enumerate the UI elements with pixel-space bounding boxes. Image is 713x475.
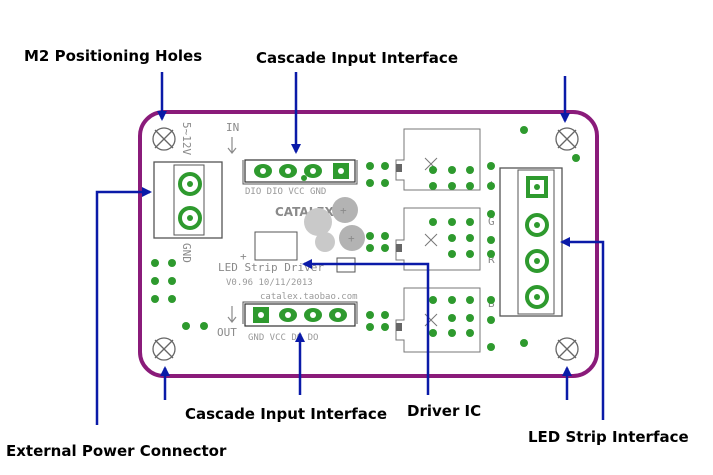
svg-text:+: + <box>340 204 347 217</box>
g-label: G <box>488 215 495 228</box>
capacitors: + + <box>304 197 365 252</box>
power-terminal <box>153 161 223 239</box>
driver-ic <box>254 231 298 261</box>
mounting-holes <box>152 127 579 361</box>
board-name: LED Strip Driver <box>218 261 324 274</box>
label-cascade-input-bottom: Cascade Input Interface <box>185 405 387 423</box>
mosfets <box>395 128 481 353</box>
annotation-arrows <box>95 72 605 425</box>
r-label: R <box>488 253 495 266</box>
website-label: catalex.taobao.com <box>260 292 358 302</box>
board-outline <box>138 110 599 378</box>
version-label: V0.96 10/11/2013 <box>226 278 313 288</box>
top-pins-label: DIO DIO VCC GND <box>245 187 326 197</box>
label-cascade-input-top: Cascade Input Interface <box>256 49 458 67</box>
label-driver-ic: Driver IC <box>407 402 481 420</box>
label-external-power: External Power Connector <box>6 442 227 460</box>
plus-ic: + <box>240 250 247 263</box>
cascade-output-header-bottom <box>242 301 358 327</box>
label-led-strip: LED Strip Interface <box>528 428 689 446</box>
vias <box>151 126 580 351</box>
in-label: IN <box>226 121 239 134</box>
voltage-label: 5~12V <box>180 122 193 155</box>
gnd-label: GND <box>180 243 193 263</box>
bottom-pins-label: GND VCC DO DO <box>248 333 318 343</box>
label-positioning-holes: M2 Positioning Holes <box>24 47 202 65</box>
cascade-input-header-top <box>242 159 358 185</box>
led-strip-terminal <box>499 167 563 317</box>
svg-text:+: + <box>348 232 355 245</box>
out-label: OUT <box>217 326 237 339</box>
